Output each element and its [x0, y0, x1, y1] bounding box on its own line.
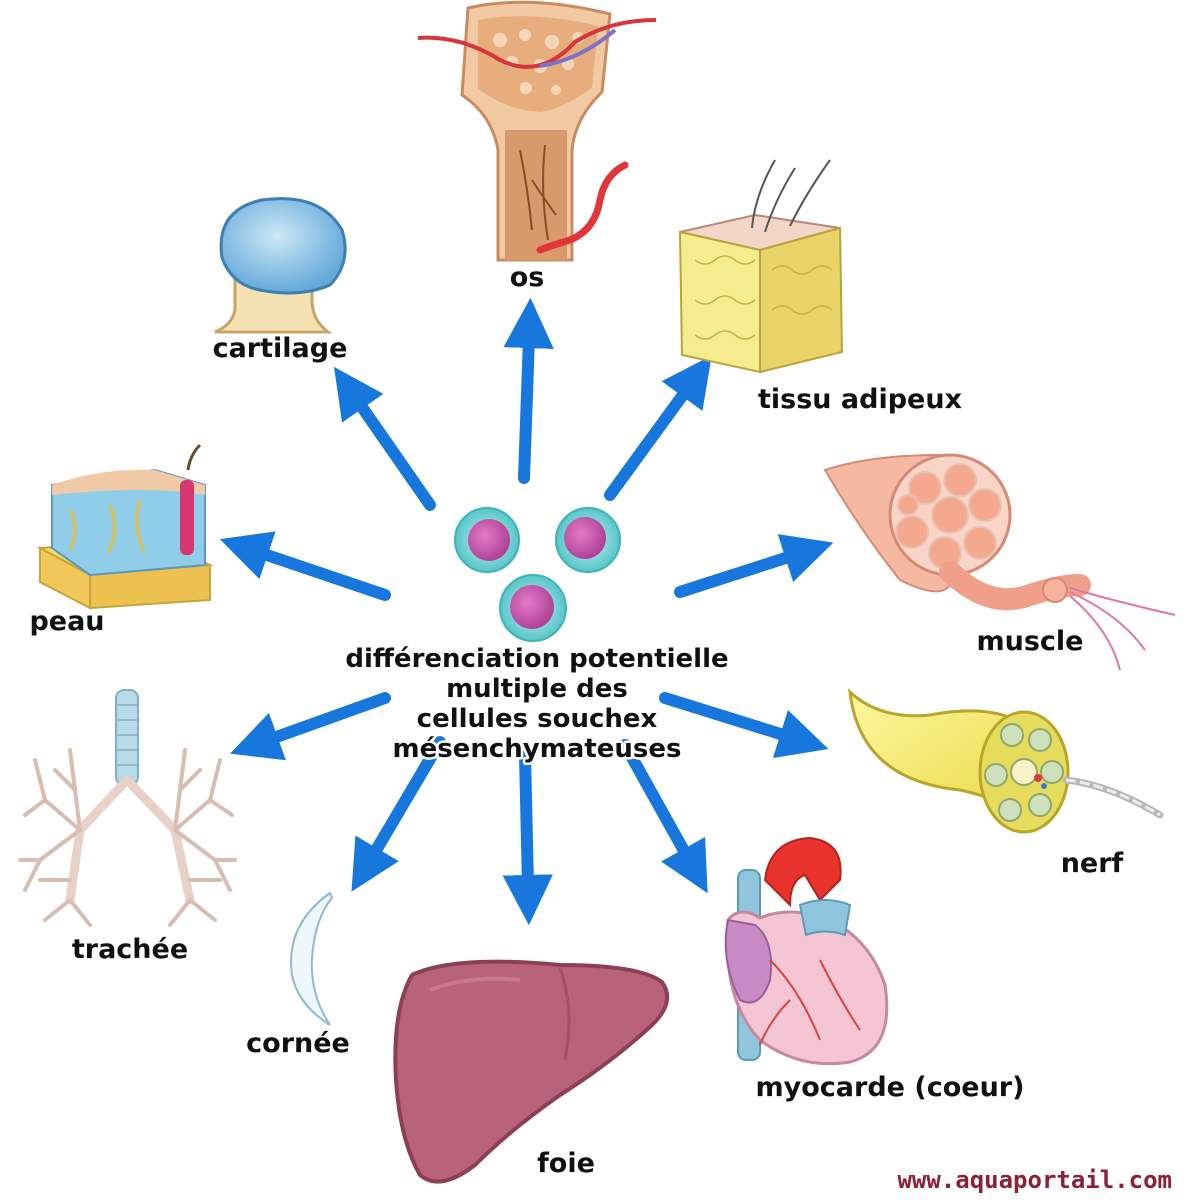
arrow-to-cornea: [351, 736, 446, 892]
center-line-2: multiple des: [446, 674, 628, 704]
arrow-to-heart: [619, 739, 708, 894]
center-line-4: mésenchymateuses: [392, 734, 681, 764]
label-trachee: trachée: [72, 934, 188, 965]
label-myocarde: myocarde (coeur): [756, 1072, 1025, 1103]
stem-cell: [499, 574, 567, 642]
cornea-illustration: [290, 891, 334, 1026]
label-foie: foie: [537, 1148, 595, 1179]
label-os: os: [510, 262, 545, 293]
bone-illustration: [417, 0, 657, 262]
liver-illustration: [393, 959, 670, 1184]
arrow-to-nerve: [659, 692, 829, 759]
arrow-to-trachea: [230, 692, 391, 761]
arrow-to-cartilage: [333, 366, 436, 511]
arrow-to-muscle: [674, 534, 834, 598]
arrow-to-liver: [502, 749, 553, 926]
center-line-1: différenciation potentielle: [345, 644, 728, 674]
label-cartilage: cartilage: [213, 333, 348, 364]
skin-illustration: [36, 443, 214, 610]
center-caption: différenciation potentielle multiple des…: [343, 642, 731, 767]
stem-cell: [555, 507, 621, 573]
stem-cells: [454, 507, 621, 642]
label-peau: peau: [29, 606, 104, 637]
watermark: www.aquaportail.com: [897, 1166, 1172, 1194]
label-nerf: nerf: [1061, 848, 1124, 879]
cartilage-illustration: [214, 197, 347, 334]
label-tissu-adipeux: tissu adipeux: [758, 384, 962, 415]
muscle-illustration: [823, 453, 1176, 671]
center-line-3: cellules souchex: [417, 704, 658, 734]
stem-cell: [454, 507, 520, 573]
heart-illustration: [724, 836, 889, 1066]
nerve-illustration: [848, 688, 1164, 834]
label-muscle: muscle: [977, 626, 1084, 657]
trachea-illustration: [18, 689, 237, 927]
arrows: [219, 297, 834, 926]
arrow-to-adipose: [604, 355, 712, 501]
arrow-to-os: [503, 297, 554, 484]
adipose-illustration: [678, 159, 844, 374]
arrow-to-skin: [219, 531, 391, 601]
label-cornee: cornée: [246, 1028, 350, 1059]
